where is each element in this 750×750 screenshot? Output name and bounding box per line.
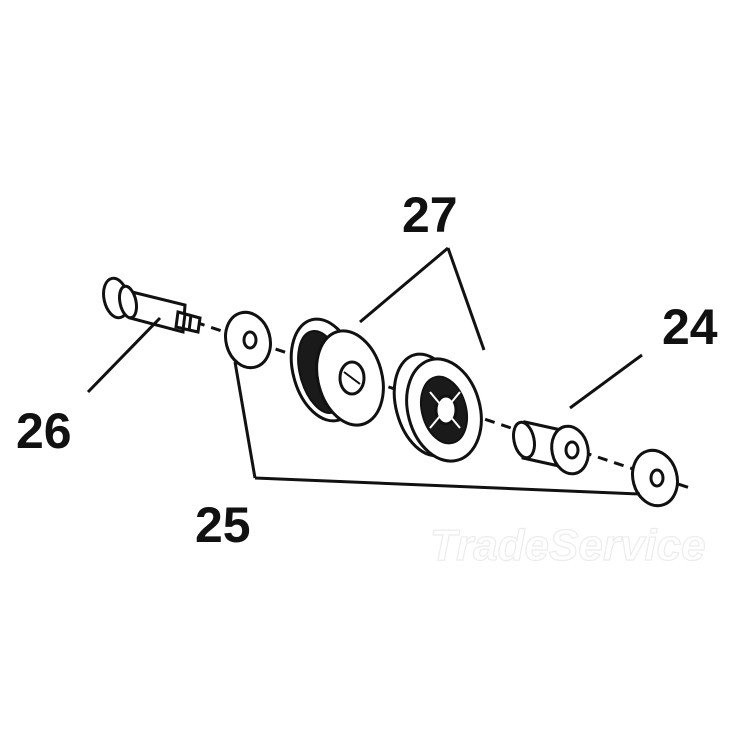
callout-27: 27	[402, 187, 458, 243]
callout-25: 25	[195, 497, 251, 553]
callout-26: 26	[16, 403, 72, 459]
leader-25	[233, 361, 641, 496]
leader-24	[569, 353, 643, 410]
part-26-bolt	[102, 276, 202, 334]
part-27-pulley-front	[289, 317, 385, 427]
part-25-washer-right	[631, 448, 679, 508]
part-24-bushing	[512, 420, 590, 476]
part-27-pulley-rear	[392, 352, 483, 463]
watermark: TradeService	[430, 521, 706, 570]
part-25-washer-left	[224, 310, 272, 370]
leader-27	[359, 246, 486, 351]
callout-24: 24	[662, 299, 718, 355]
leader-26	[86, 316, 162, 394]
